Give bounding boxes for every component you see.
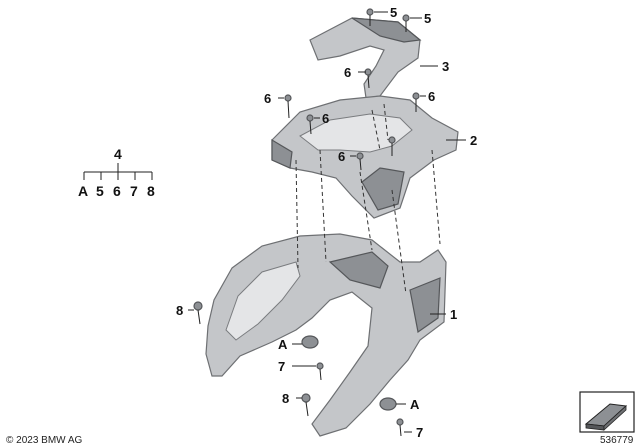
screw-icon [284, 94, 292, 119]
kit-child-label: 5 [96, 183, 104, 199]
screw-icon [301, 393, 311, 417]
kit-parent-label: 4 [114, 146, 122, 162]
copyright-text: © 2023 BMW AG [6, 435, 83, 446]
callout-A: A [410, 397, 420, 412]
kit-child-label: A [78, 183, 88, 199]
screw-icon [356, 152, 364, 171]
callout-6: 6 [338, 149, 345, 164]
assembly-lines [295, 103, 441, 295]
part-3-cover [309, 17, 422, 99]
callouts: 5 5 3 6 6 6 6 6 2 1 8 A 7 8 A 7 [176, 5, 477, 440]
screw-icon [366, 8, 374, 26]
callout-1: 1 [450, 307, 457, 322]
kit-child-label: 8 [147, 183, 155, 199]
part-2-carrier [271, 95, 459, 219]
callout-A: A [278, 337, 288, 352]
callout-5: 5 [424, 11, 431, 26]
callout-6: 6 [428, 89, 435, 104]
callout-6: 6 [344, 65, 351, 80]
callout-8: 8 [176, 303, 183, 318]
callout-5: 5 [390, 5, 397, 20]
kit-child-label: 6 [113, 183, 121, 199]
screw-icon [396, 418, 404, 437]
image-number: 536779 [600, 435, 634, 446]
screw-icon [412, 92, 420, 112]
bush-icon [301, 335, 319, 349]
screw-icon [402, 14, 410, 32]
screws [193, 8, 420, 437]
orientation-icon [579, 391, 635, 433]
callout-7: 7 [278, 359, 285, 374]
kit-child-label: 7 [130, 183, 138, 199]
callout-8: 8 [282, 391, 289, 406]
kit-tree: 4 A 5 6 7 8 [78, 146, 155, 199]
screw-icon [388, 136, 396, 156]
screw-icon [316, 362, 324, 381]
callout-6: 6 [264, 91, 271, 106]
bush-icon [379, 397, 397, 411]
callout-2: 2 [470, 133, 477, 148]
callout-3: 3 [442, 59, 449, 74]
callout-7: 7 [416, 425, 423, 440]
leader-lines [188, 11, 466, 433]
screw-icon [193, 301, 203, 325]
screw-icon [306, 114, 314, 135]
callout-6: 6 [322, 111, 329, 126]
part-1-frame [205, 233, 447, 437]
